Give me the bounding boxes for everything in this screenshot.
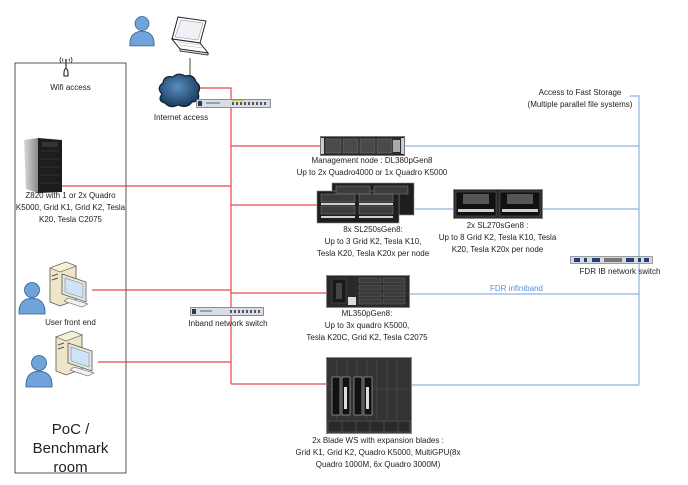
user-icon	[129, 16, 155, 47]
internet-cloud-icon	[158, 73, 201, 108]
inband-switch-icon	[190, 307, 264, 316]
inband-backbone	[200, 87, 232, 384]
sl250-server-stack-icon	[316, 182, 415, 224]
poc-room-title: PoC / Benchmark room	[15, 420, 126, 477]
desktop-pc-icon	[49, 261, 89, 308]
label-line: K5000, Grid K1, Grid K2, Tesla	[15, 203, 126, 212]
title-line: Benchmark	[32, 440, 109, 457]
label-line: Up to 3 Grid K2, Tesla K10,	[324, 237, 422, 246]
label-line: Up to 2x Quadro4000 or 1x Quadro K5000	[296, 168, 448, 177]
ib-switch-icon	[570, 256, 653, 264]
ml350-label: ML350pGen8: Up to 3x quadro K5000, Tesla…	[292, 308, 442, 344]
label-line: Z820 with 1 or 2x Quadro	[25, 191, 116, 200]
label-line: Up to 3x quadro K5000,	[324, 321, 410, 330]
fdr-infiniband-link-label: FDR infiniband	[490, 284, 543, 293]
label-line: 8x SL250sGen8:	[343, 225, 403, 234]
wifi-label: Wifi access	[50, 83, 91, 92]
label-line: (Multiple parallel file systems)	[527, 100, 633, 109]
sl270-label: 2x SL270sGen8 : Up to 8 Grid K2, Tesla K…	[425, 220, 570, 256]
blade-label: 2x Blade WS with expansion blades : Grid…	[288, 435, 468, 471]
label-line: K20, Tesla C2075	[38, 215, 102, 224]
ib-switch-label: FDR IB network switch	[579, 267, 661, 276]
infiniband-backbone	[630, 95, 640, 385]
user-icon	[25, 355, 53, 388]
network-switch-icon	[196, 99, 271, 108]
wifi-antenna-icon	[59, 56, 73, 77]
label-line: Management node : DL380pGen8	[311, 156, 433, 165]
user-front-end-label: User front end	[45, 318, 96, 327]
label-line: 2x Blade WS with expansion blades :	[312, 436, 444, 445]
label-line: Tesla K20, Tesla K20x per node	[316, 249, 430, 258]
inband-switch-label: Inband network switch	[188, 319, 268, 328]
internet-access-label: Internet access	[153, 113, 209, 122]
z820-workstation-icon	[24, 138, 62, 193]
label-line: Access to Fast Storage	[538, 88, 622, 97]
label-line: 2x SL270sGen8 :	[466, 221, 529, 230]
desktop-pc-icon	[55, 330, 95, 377]
label-line: ML350pGen8:	[341, 309, 393, 318]
title-line: room	[53, 459, 88, 476]
label-line: Tesla K20C, Grid K2, Tesla C2075	[306, 333, 428, 342]
label-line: Up to 8 Grid K2, Tesla K10, Tesla	[438, 233, 557, 242]
user-icon	[18, 282, 46, 315]
laptop-icon	[170, 16, 210, 56]
ml350-server-icon	[326, 275, 410, 308]
title-line: PoC /	[51, 421, 90, 438]
blade-enclosure-icon	[326, 357, 412, 434]
z820-workstation-label: Z820 with 1 or 2x Quadro K5000, Grid K1,…	[15, 190, 126, 226]
fast-storage-label: Access to Fast Storage (Multiple paralle…	[520, 87, 640, 111]
management-node-label: Management node : DL380pGen8 Up to 2x Qu…	[282, 155, 462, 179]
label-line: Quadro 1000M, 6x Quadro 3000M)	[315, 460, 441, 469]
sl250-label: 8x SL250sGen8: Up to 3 Grid K2, Tesla K1…	[298, 224, 448, 260]
label-line: K20, Tesla K20x per node	[451, 245, 544, 254]
poc-room-box	[14, 62, 127, 474]
label-line: Grid K1, Grid K2, Quadro K5000, MultiGPU…	[295, 448, 461, 457]
management-node-server-icon	[320, 136, 405, 156]
sl270-server-icon	[453, 189, 543, 219]
